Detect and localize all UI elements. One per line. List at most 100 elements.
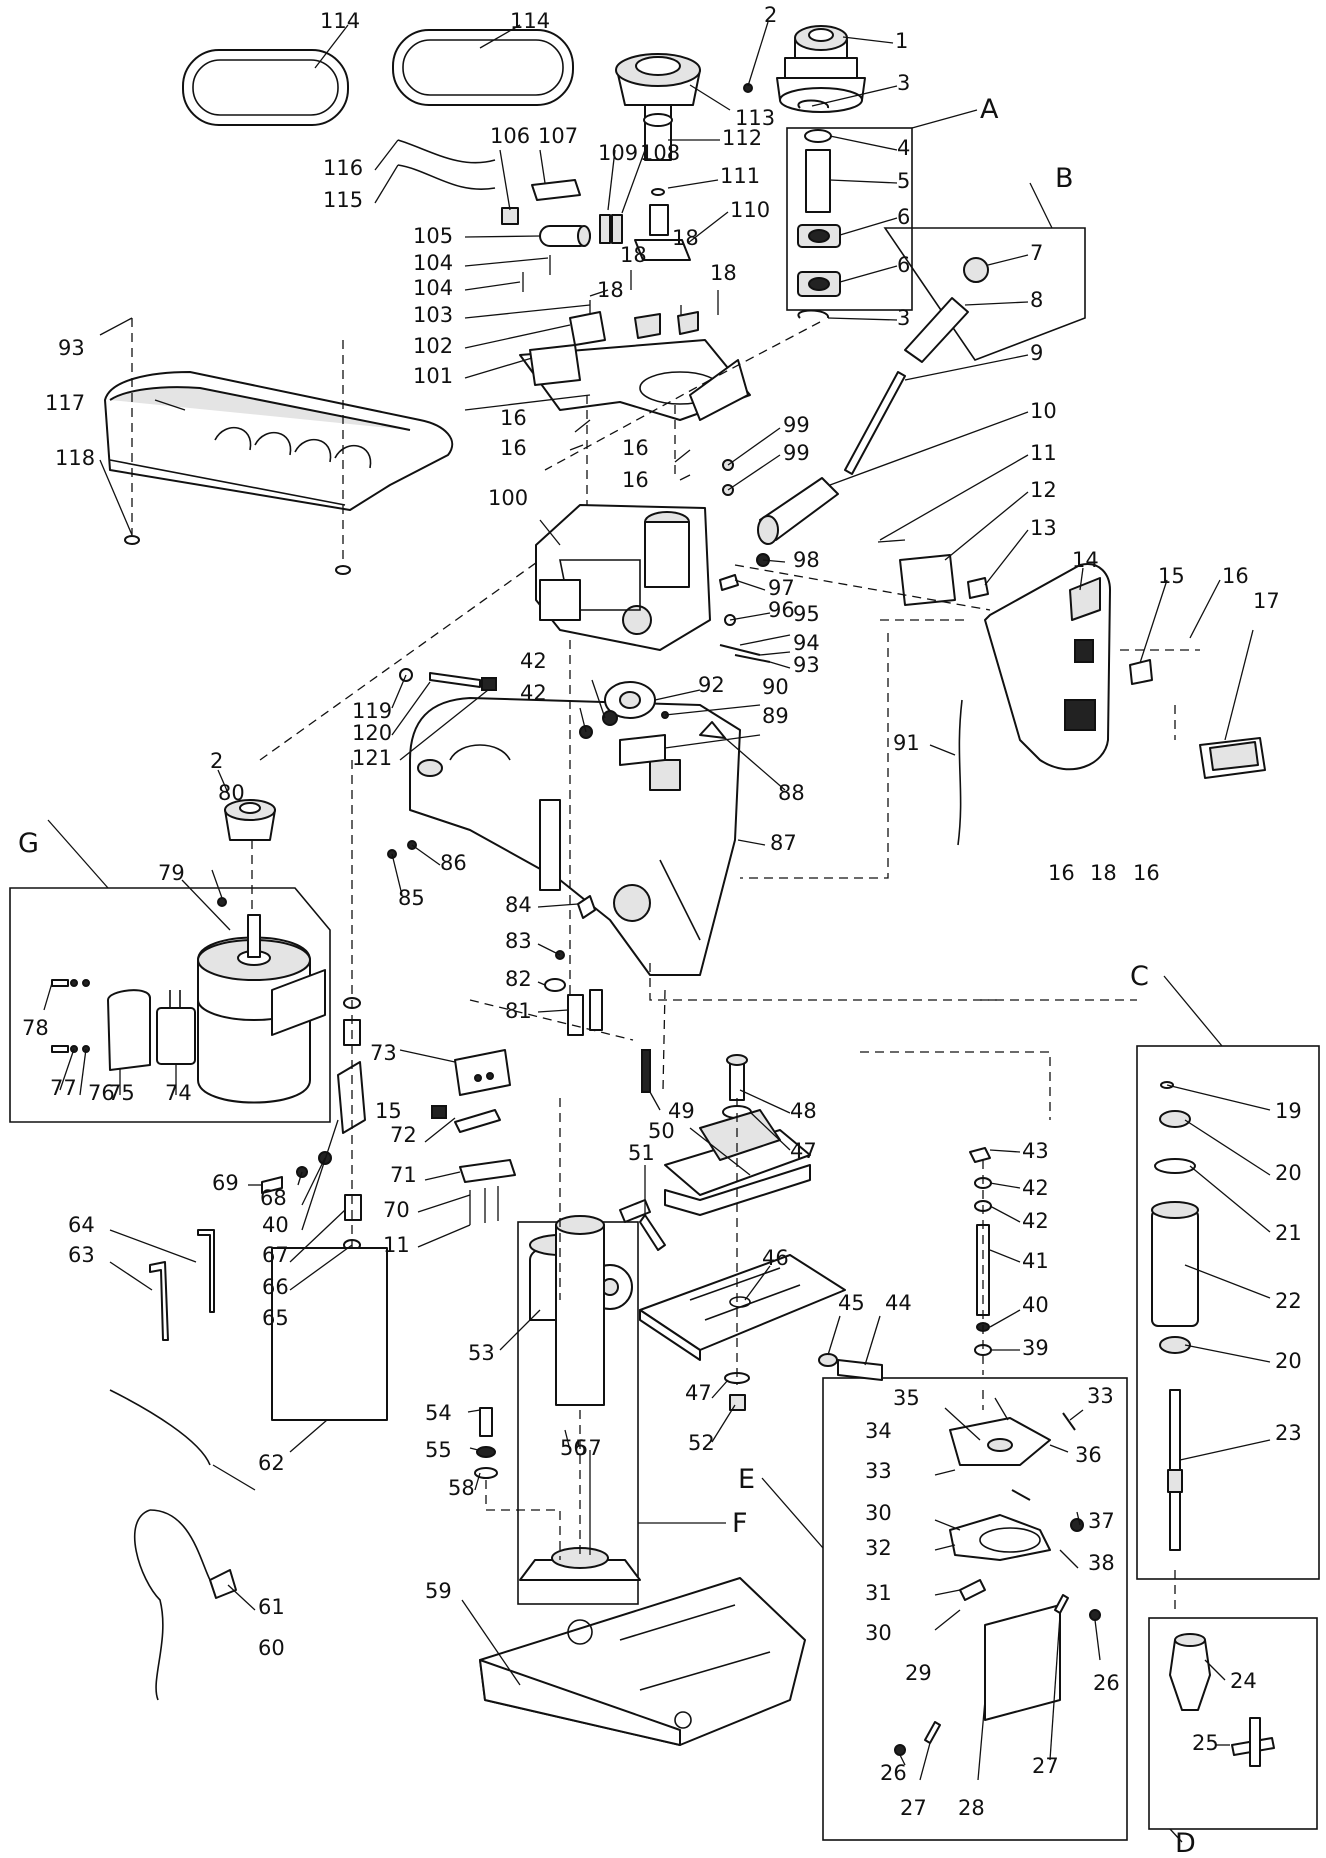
part-label-57: 57 xyxy=(575,1436,602,1460)
dash-plate-to-head xyxy=(544,379,711,471)
part-label-17: 17 xyxy=(1253,589,1280,613)
part-label-42: 42 xyxy=(1022,1209,1049,1233)
feed-hub-10 xyxy=(757,477,839,545)
part-label-73: 73 xyxy=(370,1041,397,1065)
part-label-11: 11 xyxy=(1030,441,1057,465)
parts-81-84 xyxy=(544,895,651,1093)
part-label-22: 22 xyxy=(1275,1289,1302,1313)
part-label-28: 28 xyxy=(958,1796,985,1820)
washer-45 xyxy=(818,1353,838,1367)
part-label-90: 90 xyxy=(762,675,789,699)
feed-rod-9 xyxy=(844,371,906,475)
part-label-71: 71 xyxy=(390,1163,417,1187)
small-hardware-93-99 xyxy=(719,459,771,663)
table-46 xyxy=(639,1254,846,1361)
retaining-ring-3-upper xyxy=(797,99,829,109)
block-13 xyxy=(967,577,989,599)
part-label-67: 67 xyxy=(262,1243,289,1267)
part-label-9: 9 xyxy=(1030,341,1043,365)
part-label-114: 114 xyxy=(510,9,550,33)
part-label-92: 92 xyxy=(698,673,725,697)
part-label-114: 114 xyxy=(320,9,360,33)
part-label-91: 91 xyxy=(893,731,920,755)
dash-c-link xyxy=(860,1051,1051,1120)
motor-pulley-80 xyxy=(224,799,276,841)
part-label-41: 41 xyxy=(1022,1249,1049,1273)
part-label-3: 3 xyxy=(897,71,910,95)
part-label-87: 87 xyxy=(770,831,797,855)
part-label-81: 81 xyxy=(505,999,532,1023)
bearing-6-upper xyxy=(797,224,841,248)
part-label-18: 18 xyxy=(1090,861,1117,885)
part-label-79: 79 xyxy=(158,861,185,885)
part-label-16: 16 xyxy=(1222,564,1249,588)
leader-lines xyxy=(43,21,1271,1781)
part-label-120: 120 xyxy=(352,721,392,745)
bracket-103 xyxy=(569,311,699,346)
head-casting-100 xyxy=(535,504,711,651)
part-label-19: 19 xyxy=(1275,1099,1302,1123)
part-label-30: 30 xyxy=(865,1621,892,1645)
base-59 xyxy=(479,1577,806,1746)
part-label-105: 105 xyxy=(413,224,453,248)
part-label-63: 63 xyxy=(68,1243,95,1267)
bolt-54 xyxy=(479,1407,493,1437)
bracket-110 xyxy=(634,239,691,261)
part-label-39: 39 xyxy=(1022,1336,1049,1360)
part-label-13: 13 xyxy=(1030,516,1057,540)
dash-hub-to-housing xyxy=(734,564,991,611)
washer-58 xyxy=(474,1467,498,1479)
part-label-106: 106 xyxy=(490,124,530,148)
part-label-43: 43 xyxy=(1022,1139,1049,1163)
knob-7 xyxy=(963,257,989,283)
part-label-51: 51 xyxy=(628,1141,655,1165)
group-label-b: B xyxy=(1055,163,1074,194)
part-label-16: 16 xyxy=(500,436,527,460)
part-label-46: 46 xyxy=(762,1246,789,1270)
group-c-leader xyxy=(1163,975,1223,1047)
part-label-68: 68 xyxy=(260,1186,287,1210)
part-label-20: 20 xyxy=(1275,1161,1302,1185)
part-label-99: 99 xyxy=(783,413,810,437)
part-label-47: 47 xyxy=(685,1381,712,1405)
plate-12 xyxy=(899,554,956,606)
part-label-98: 98 xyxy=(793,548,820,572)
part-label-97: 97 xyxy=(768,576,795,600)
part-label-84: 84 xyxy=(505,893,532,917)
column-56 xyxy=(555,1215,605,1406)
part-label-94: 94 xyxy=(793,631,820,655)
part-label-113: 113 xyxy=(735,106,775,130)
dash-head-to-shaft xyxy=(649,963,1000,1001)
part-label-4: 4 xyxy=(897,136,910,160)
part-label-117: 117 xyxy=(45,391,85,415)
part-label-33: 33 xyxy=(1087,1384,1114,1408)
part-label-32: 32 xyxy=(865,1536,892,1560)
group-b-leader xyxy=(1029,182,1053,229)
part-label-56: 56 xyxy=(560,1436,587,1460)
part-label-53: 53 xyxy=(468,1341,495,1365)
part-label-60: 60 xyxy=(258,1636,285,1660)
part-label-12: 12 xyxy=(1030,478,1057,502)
washer-55 xyxy=(476,1446,496,1458)
part-label-20: 20 xyxy=(1275,1349,1302,1373)
part-label-16: 16 xyxy=(500,406,527,430)
part-label-96: 96 xyxy=(768,598,795,622)
part-label-108: 108 xyxy=(640,141,680,165)
clip-109 xyxy=(599,214,611,244)
shaft-110 xyxy=(649,204,669,236)
part-label-16: 16 xyxy=(622,436,649,460)
part-label-44: 44 xyxy=(885,1291,912,1315)
part-label-66: 66 xyxy=(262,1275,289,1299)
part-label-36: 36 xyxy=(1075,1443,1102,1467)
part-label-1: 1 xyxy=(895,29,908,53)
dash-73-to-81 xyxy=(469,999,634,1041)
dash-head-cover xyxy=(259,559,541,761)
part-label-8: 8 xyxy=(1030,288,1043,312)
ring-111 xyxy=(651,188,665,196)
dash-91-loop xyxy=(740,633,889,879)
screws-70-11 xyxy=(469,1186,499,1225)
part-label-48: 48 xyxy=(790,1099,817,1123)
part-label-95: 95 xyxy=(793,602,820,626)
chuck-24 xyxy=(1169,1633,1211,1711)
